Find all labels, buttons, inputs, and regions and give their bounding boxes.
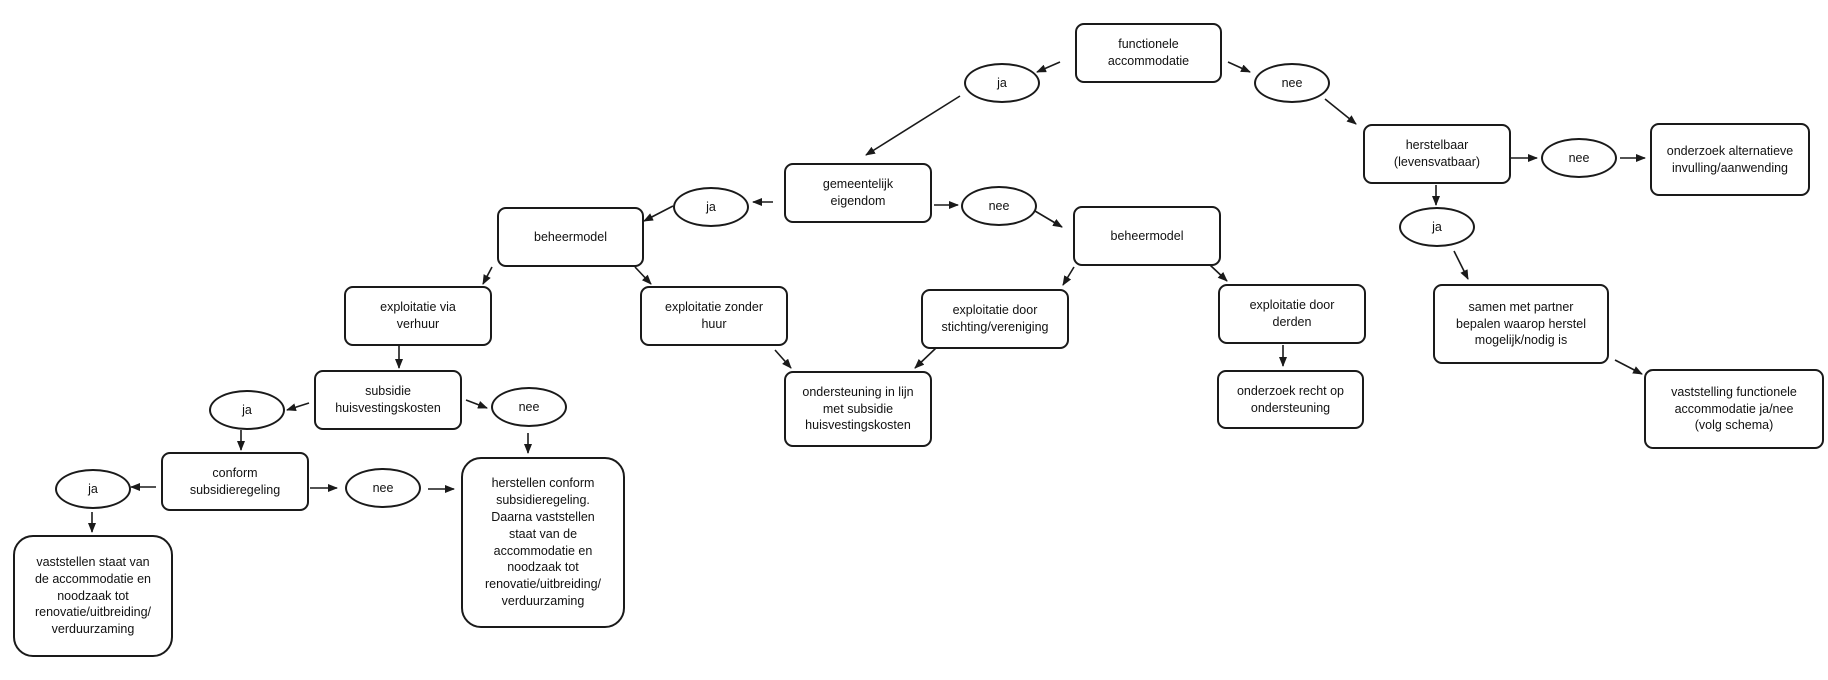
arrow-ja-beheermodel-links bbox=[643, 205, 674, 222]
node-vaststellen-staat: vaststellen staat van de accommodatie en… bbox=[13, 535, 173, 657]
arrow-ja-gemeentelijk bbox=[865, 95, 961, 156]
node-ondersteuning-lijn: ondersteuning in lijn met subsidie huisv… bbox=[784, 371, 932, 447]
node-functionele-accommodatie: functionele accommodatie bbox=[1075, 23, 1222, 83]
arrow-beheer-rechts-stichting bbox=[1062, 266, 1075, 286]
oval-ja-conform: ja bbox=[55, 469, 131, 509]
oval-nee-functioneel: nee bbox=[1254, 63, 1330, 103]
oval-nee-herstelbaar: nee bbox=[1541, 138, 1617, 178]
arrow-nee-beheermodel-rechts bbox=[1034, 210, 1063, 228]
arrow-zonder-ondersteuning bbox=[774, 349, 792, 369]
node-exploitatie-derden: exploitatie door derden bbox=[1218, 284, 1366, 344]
node-onderzoek-alternatieve: onderzoek alternatieve invulling/aanwend… bbox=[1650, 123, 1810, 196]
node-exploitatie-zonder-huur: exploitatie zonder huur bbox=[640, 286, 788, 346]
arrow-functioneel-ja bbox=[1036, 61, 1061, 73]
arrow-beheer-links-zonder bbox=[634, 266, 652, 285]
node-exploitatie-stichting: exploitatie door stichting/vereniging bbox=[921, 289, 1069, 349]
arrow-subsidie-nee bbox=[465, 399, 488, 409]
node-gemeentelijk-eigendom: gemeentelijk eigendom bbox=[784, 163, 932, 223]
node-herstelbaar: herstelbaar (levensvatbaar) bbox=[1363, 124, 1511, 184]
arrow-beheer-links-verhuur bbox=[482, 266, 493, 285]
oval-ja-gemeentelijk: ja bbox=[673, 187, 749, 227]
arrow-subsidie-ja bbox=[286, 402, 310, 412]
oval-nee-subsidie: nee bbox=[491, 387, 567, 427]
node-exploitatie-verhuur: exploitatie via verhuur bbox=[344, 286, 492, 346]
arrow-functioneel-nee bbox=[1227, 61, 1251, 73]
arrow-stichting-ondersteuning bbox=[914, 347, 937, 369]
oval-ja-functioneel: ja bbox=[964, 63, 1040, 103]
arrow-samen-vaststelling bbox=[1614, 359, 1643, 375]
node-vaststelling-functionele: vaststelling functionele accommodatie ja… bbox=[1644, 369, 1824, 449]
arrow-ja-samen bbox=[1453, 250, 1469, 280]
oval-nee-gemeentelijk: nee bbox=[961, 186, 1037, 226]
node-conform-subsidieregeling: conform subsidieregeling bbox=[161, 452, 309, 511]
node-beheermodel-links: beheermodel bbox=[497, 207, 644, 267]
node-herstellen-conform: herstellen conform subsidieregeling. Daa… bbox=[461, 457, 625, 628]
node-beheermodel-rechts: beheermodel bbox=[1073, 206, 1221, 266]
node-samen-met-partner: samen met partner bepalen waarop herstel… bbox=[1433, 284, 1609, 364]
arrow-beheer-rechts-derden bbox=[1209, 264, 1228, 282]
arrow-nee-herstelbaar bbox=[1324, 98, 1357, 125]
node-onderzoek-recht: onderzoek recht op ondersteuning bbox=[1217, 370, 1364, 429]
oval-nee-conform: nee bbox=[345, 468, 421, 508]
node-subsidie-huisvesting: subsidie huisvestingskosten bbox=[314, 370, 462, 430]
oval-ja-herstelbaar: ja bbox=[1399, 207, 1475, 247]
oval-ja-subsidie: ja bbox=[209, 390, 285, 430]
